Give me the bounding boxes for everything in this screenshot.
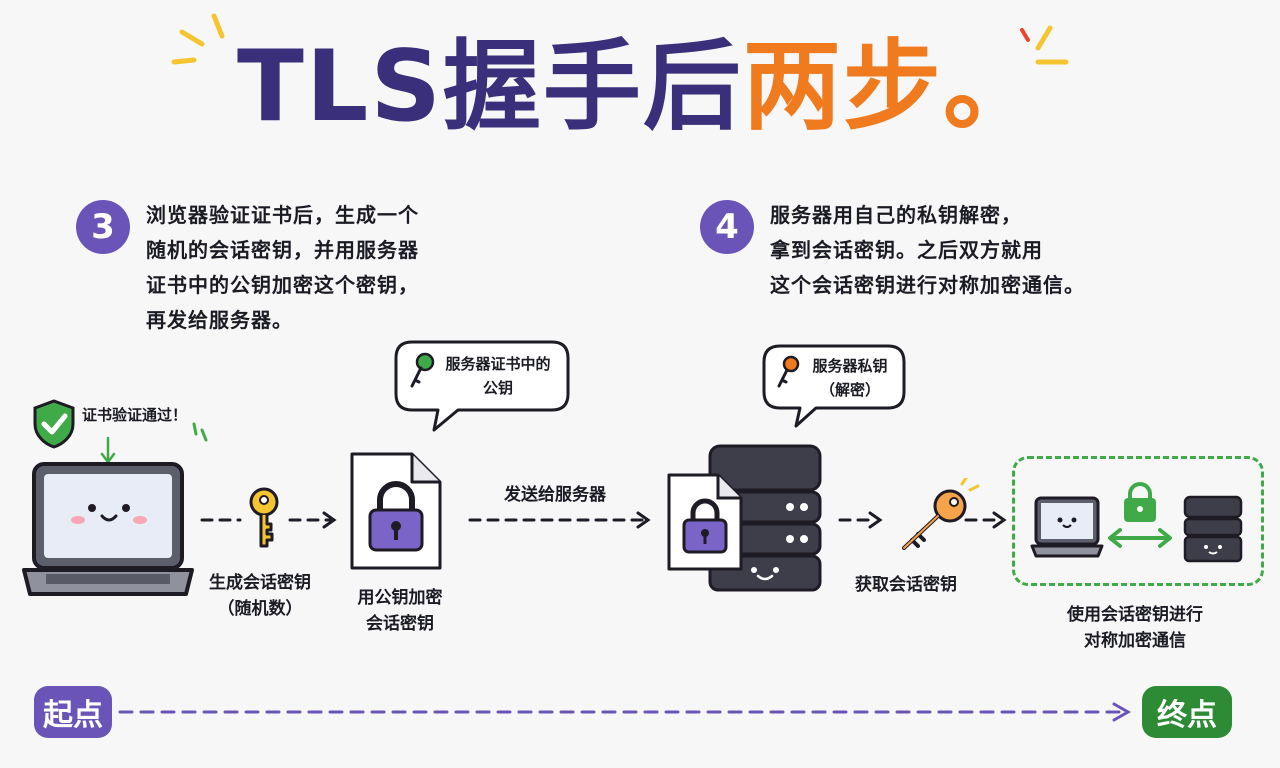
step4-badge: 4 xyxy=(700,200,754,254)
speech-bubble xyxy=(394,340,570,432)
small-server-icon xyxy=(1183,495,1243,563)
encrypt-label: 用公钥加密 会话密钥 xyxy=(357,588,443,634)
lock-icon xyxy=(1108,482,1172,548)
server-lock-document-icon xyxy=(667,473,743,571)
bubble-public-key-label: 服务器证书中的 公钥 xyxy=(445,355,551,397)
step3-description: 浏览器验证证书后，生成一个 随机的会话密钥，并用服务器 证书中的公钥加密这个密钥… xyxy=(146,203,419,332)
laptop-icon xyxy=(22,462,194,596)
step3-badge: 3 xyxy=(76,200,130,254)
end-pill: 终点 xyxy=(1142,686,1232,738)
page-title: TLS握手后两步。 xyxy=(0,22,1280,152)
shield-check-icon xyxy=(33,399,75,449)
flow-arrows xyxy=(200,511,1007,529)
lock-document-icon xyxy=(350,452,442,570)
send-label: 发送给服务器 xyxy=(504,485,606,505)
timeline-arrow xyxy=(118,702,1132,722)
small-laptop-icon xyxy=(1030,496,1104,558)
symmetric-box xyxy=(1012,456,1264,586)
session-key-icon xyxy=(902,478,980,550)
title-dot: 。 xyxy=(942,30,1043,144)
bubble-private-key-label: 服务器私钥 （解密） xyxy=(812,357,888,399)
cert-verified-label: 证书验证通过！ xyxy=(82,406,188,424)
sparkle-small-icon xyxy=(192,422,208,442)
step4-description: 服务器用自己的私钥解密， 拿到会话密钥。之后双方就用 这个会话密钥进行对称加密通… xyxy=(770,203,1085,297)
orange-key-icon xyxy=(777,355,800,388)
get-key-label: 获取会话密钥 xyxy=(855,575,957,595)
title-part1: TLS握手后 xyxy=(237,30,743,144)
sparkle-right-icon xyxy=(1020,25,1069,65)
symmetric-label: 使用会话密钥进行 对称加密通信 xyxy=(1067,605,1203,651)
start-pill: 起点 xyxy=(34,686,112,738)
server-icon xyxy=(708,444,822,592)
title-part2: 两步 xyxy=(742,30,943,144)
green-key-icon xyxy=(410,352,435,388)
gen-key-label: 生成会话密钥 （随机数） xyxy=(209,573,311,619)
sparkle-left-icon xyxy=(171,13,225,65)
key-icon xyxy=(249,487,279,548)
